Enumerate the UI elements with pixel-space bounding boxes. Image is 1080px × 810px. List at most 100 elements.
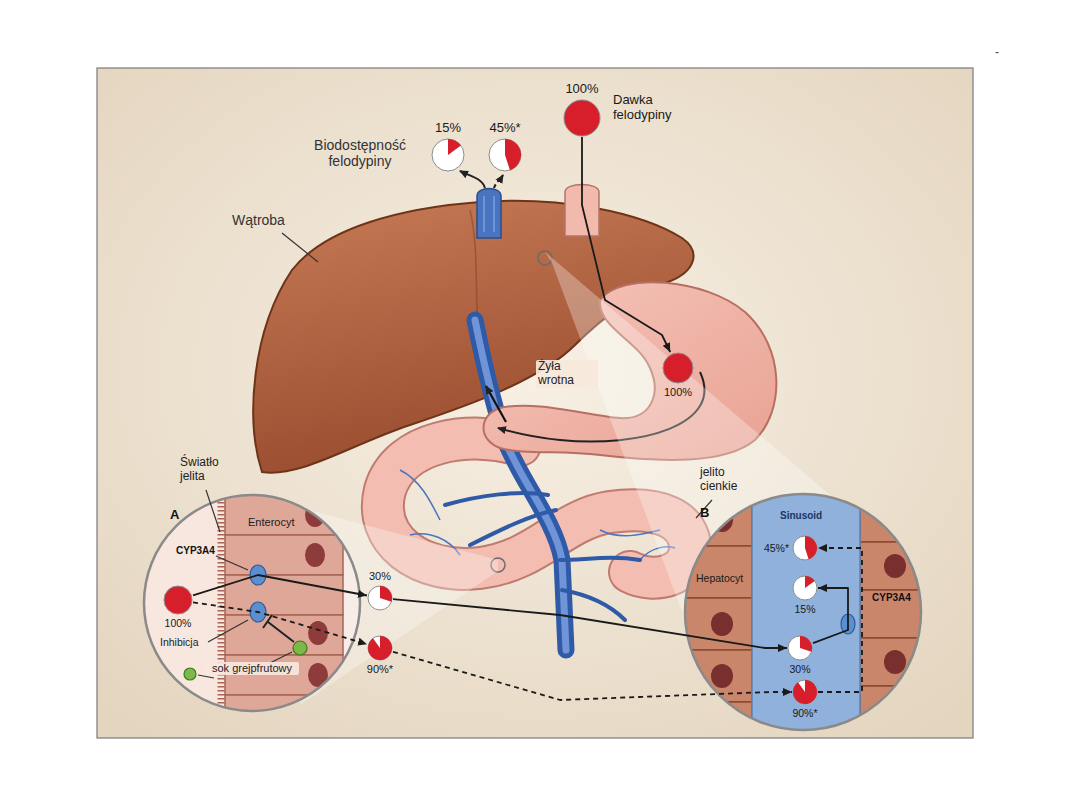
pie-chart [787, 635, 813, 661]
flow-arrow [393, 652, 792, 700]
hepatocyte-cell [685, 702, 752, 754]
pie-node: 45%* [792, 535, 818, 561]
percent-label: 100% [165, 617, 192, 629]
enterocyte-cell [225, 575, 343, 615]
enterocyte-zoom [140, 490, 373, 735]
pie-chart [662, 352, 694, 384]
zoom-circle [144, 495, 360, 711]
portal-flow-arrow [486, 386, 506, 422]
text-label: Enterocyt [246, 516, 296, 529]
hepatocyte-zoom [680, 490, 930, 754]
flow-arrow [818, 548, 862, 692]
nucleus [308, 621, 328, 645]
pie-slice [505, 139, 521, 170]
text-label: Inhibicja [160, 636, 199, 648]
pie-base [368, 636, 392, 660]
percent-label: 90%* [367, 663, 393, 676]
nucleus [305, 543, 325, 567]
text-label: Sinusoid [780, 510, 822, 522]
hepatocyte-cell [860, 590, 925, 638]
pie-chart [367, 635, 393, 661]
percent-label: 15% [435, 121, 461, 136]
grapefruit-molecule [293, 641, 307, 655]
pie-base [489, 139, 521, 171]
hepatocyte-cell [860, 542, 925, 590]
text-label: A [170, 508, 179, 523]
enterocyte-cell [225, 615, 343, 655]
text-label: Żyła wrotna [536, 360, 598, 388]
pie-chart [367, 585, 393, 611]
vein-highlight [484, 196, 494, 232]
hepatocyte-cell [685, 494, 752, 546]
pie-base [788, 636, 812, 660]
outflow-arrow [494, 175, 503, 188]
pie-chart [563, 99, 601, 137]
pie-slice [800, 636, 812, 652]
pie-node: 100% [662, 352, 694, 384]
pie-node: 100% [163, 585, 193, 615]
percent-label: 30% [789, 663, 810, 675]
inhibition-bar [263, 615, 294, 642]
text-label: CYP3A4 [870, 592, 913, 604]
text-label: - [995, 46, 999, 60]
pie-chart [792, 535, 818, 561]
pie-base [793, 576, 817, 600]
text-label: Światło jelita [180, 456, 246, 484]
nucleus [884, 650, 906, 674]
percent-label: 100% [565, 82, 598, 97]
pie-node: 100%Dawka felodypiny [563, 99, 601, 137]
pie-slice [805, 536, 817, 559]
pie-node: 90%* [792, 679, 818, 705]
pie-chart [792, 575, 818, 601]
outflow-arrow [460, 171, 485, 188]
percent-label: 45%* [764, 542, 789, 554]
frame-background [97, 68, 973, 738]
pie-base [564, 100, 600, 136]
enterocyte-cell [225, 535, 343, 575]
leader-line [282, 233, 318, 262]
flow-arrow [582, 137, 670, 352]
pie-node: 30% [787, 635, 813, 661]
text-label: Hepatocyt [694, 572, 745, 584]
pie-node: 30% [367, 585, 393, 611]
pie-slice [380, 586, 392, 602]
text-label: sok grejpfrutowy [205, 662, 299, 675]
text-label: CYP3A4 [176, 545, 215, 557]
leader-line [206, 490, 220, 532]
pie-slice [805, 576, 815, 588]
pie-base [793, 680, 817, 704]
percent-label: 100% [664, 386, 692, 399]
nucleus [711, 664, 733, 688]
text-label: jelito cienkie [700, 466, 752, 494]
nucleus [884, 554, 906, 578]
pie-base [663, 353, 693, 383]
pie-base [368, 586, 392, 610]
flow-arrow [813, 588, 848, 643]
grapefruit-molecule [184, 668, 196, 680]
hepatic-vein [477, 189, 501, 239]
lamina [343, 490, 373, 720]
pie-node: 15% [431, 138, 465, 172]
percent-label: 30% [369, 570, 391, 583]
leader-line [208, 620, 248, 642]
sinusoid [752, 490, 860, 735]
percent-label: 90%* [792, 707, 817, 719]
text-label: B [700, 506, 709, 521]
pie-chart [488, 138, 522, 172]
percent-label: 45%* [489, 121, 520, 136]
pie-node: 15% [792, 575, 818, 601]
hepatocyte-cell [685, 598, 752, 650]
flow-arrow [393, 599, 787, 648]
brush-border [218, 490, 225, 716]
percent-label: 15% [794, 603, 815, 615]
pie-node: 45%* [488, 138, 522, 172]
pie-chart [163, 585, 193, 615]
pie-base [164, 586, 192, 614]
pie-chart [431, 138, 465, 172]
pie-node: 90%* [367, 635, 393, 661]
pie-base [793, 536, 817, 560]
flow-arrow [193, 602, 367, 644]
hepatocyte-cell [685, 546, 752, 598]
